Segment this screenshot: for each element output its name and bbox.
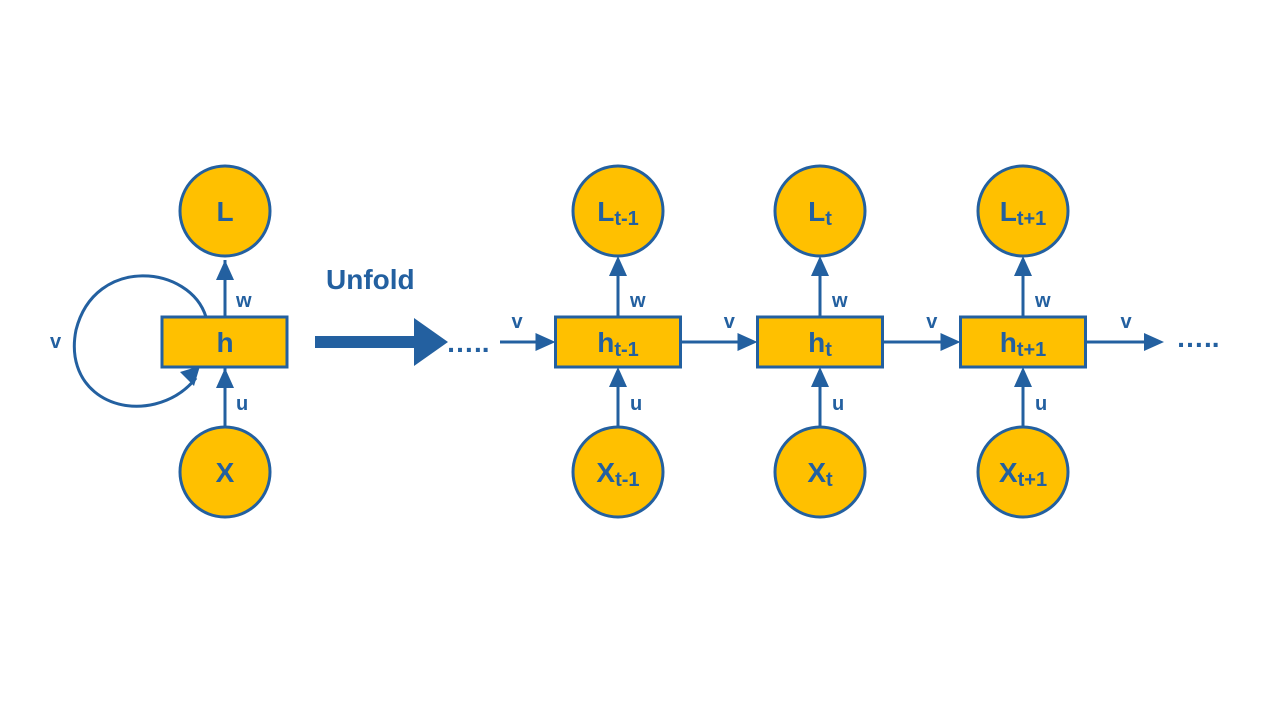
folded-arrowhead-input [216, 368, 234, 388]
unfold-transition: Unfold ….. [315, 264, 490, 366]
weight-v-label-3: v [926, 311, 938, 333]
input-arrow-3-head [1014, 367, 1032, 387]
folded-input-label: X [216, 457, 235, 488]
unfold-arrow-shaft [315, 336, 420, 348]
folded-hidden-node [160, 315, 289, 369]
folded-rnn: L h X w u v [50, 164, 289, 519]
recurrent-arrow-1-head [535, 333, 556, 351]
weight-u-label-3: u [1035, 393, 1047, 415]
output-arrow-2-head [811, 256, 829, 276]
weight-w-label-2: w [831, 290, 848, 312]
input-node-2 [773, 425, 867, 519]
output-node-2 [773, 164, 867, 258]
hidden-node-2 [756, 315, 884, 369]
ellipsis-right: ….. [1176, 322, 1220, 353]
weight-u-label-2: u [832, 393, 844, 415]
recurrent-arrow-2-head [737, 333, 758, 351]
output-label-2: Lt [808, 196, 832, 230]
input-label-2: Xt [807, 457, 833, 491]
folded-output-label: L [216, 196, 233, 227]
ellipsis-left: ….. [446, 327, 490, 358]
recurrent-arrow-out-head [1144, 333, 1164, 351]
input-arrow-1-head [609, 367, 627, 387]
weight-u-label-1: u [630, 393, 642, 415]
output-node-3 [976, 164, 1070, 258]
output-arrow-1-head [609, 256, 627, 276]
recurrent-loop-arrowhead [180, 366, 200, 386]
output-node-1 [571, 164, 665, 258]
input-arrow-2-head [811, 367, 829, 387]
folded-input-node [178, 425, 272, 519]
hidden-label-3: ht+1 [1000, 327, 1047, 361]
output-arrow-3-head [1014, 256, 1032, 276]
folded-output-node [178, 164, 272, 258]
unfold-arrow-head [414, 318, 448, 366]
folded-arrowhead-output [216, 260, 234, 280]
weight-w-label-1: w [629, 290, 646, 312]
weight-w-label-3: w [1034, 290, 1051, 312]
folded-hidden-label: h [216, 327, 233, 358]
recurrent-arrow-3-head [940, 333, 961, 351]
input-node-1 [571, 425, 665, 519]
output-label-1: Lt-1 [597, 196, 639, 230]
weight-v-label-1: v [511, 311, 523, 333]
hidden-label-1: ht-1 [597, 327, 639, 361]
weight-v-label-out: v [1120, 311, 1132, 333]
input-node-3 [976, 425, 1070, 519]
hidden-label-2: ht [808, 327, 832, 361]
input-label-1: Xt-1 [596, 457, 639, 491]
hidden-node-3 [959, 315, 1087, 369]
folded-weight-w: w [235, 290, 252, 312]
recurrent-loop [72, 274, 208, 408]
weight-v-label-2: v [724, 311, 736, 333]
output-label-3: Lt+1 [1000, 196, 1047, 230]
input-label-3: Xt+1 [999, 457, 1047, 491]
hidden-node-1 [554, 315, 682, 369]
folded-weight-u: u [236, 393, 248, 415]
unfold-label: Unfold [326, 264, 415, 295]
folded-weight-v: v [50, 331, 62, 353]
